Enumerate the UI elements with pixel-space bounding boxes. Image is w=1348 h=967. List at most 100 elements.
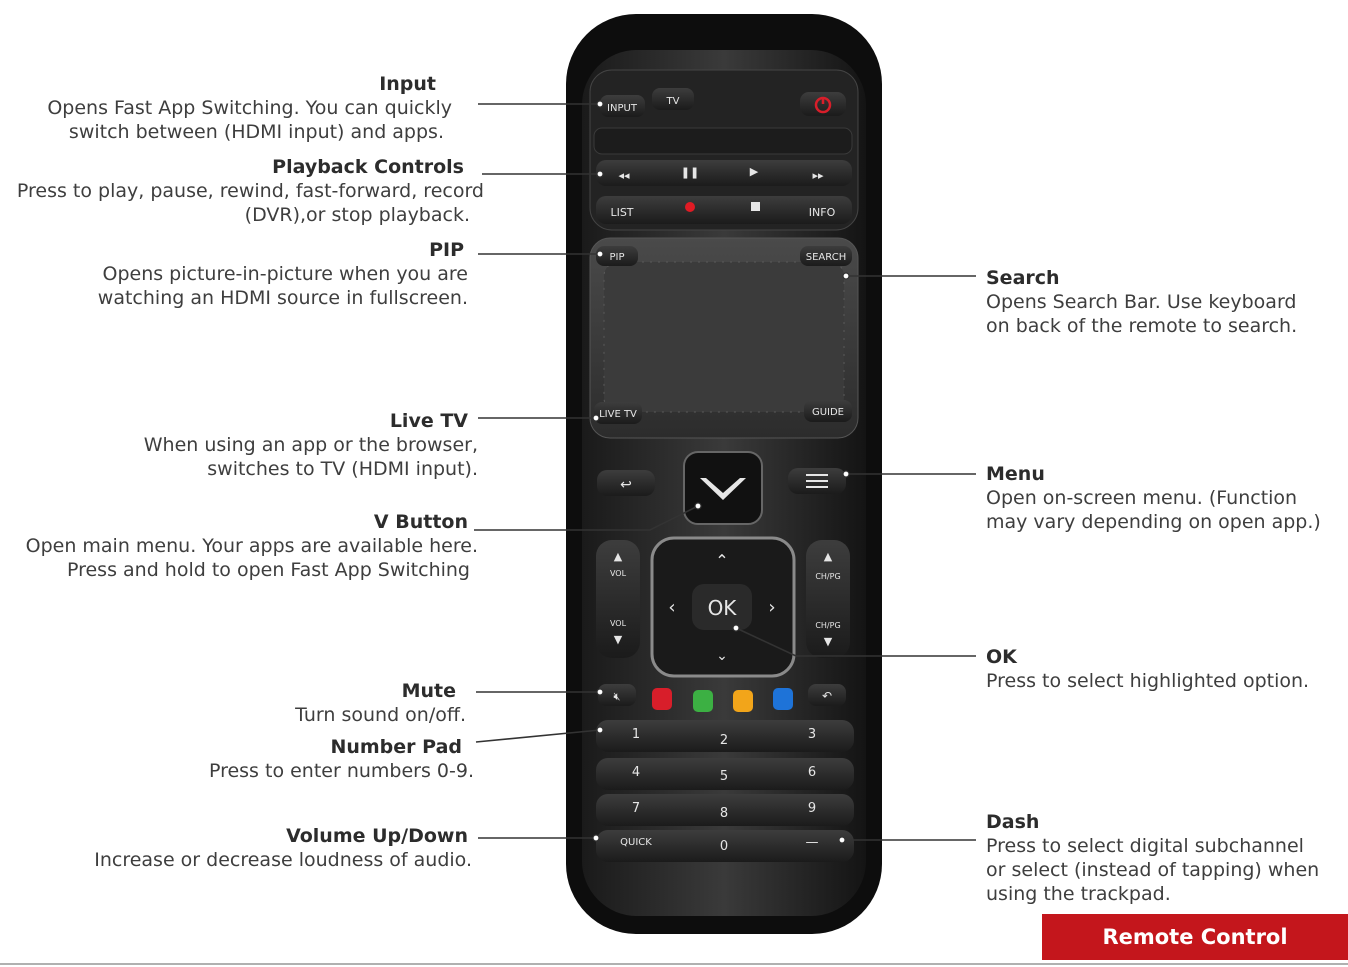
callout-desc: Press to enter numbers 0-9. (209, 759, 474, 783)
callout-desc: using the trackpad. (986, 882, 1319, 906)
svg-text:TV: TV (666, 96, 680, 107)
last-channel-button[interactable]: ↶ (808, 684, 846, 706)
callout-desc: Opens Fast App Switching. You can quickl… (47, 96, 452, 120)
key-7[interactable]: 7 (632, 801, 640, 816)
volume-rocker[interactable]: ▲ VOL VOL ▼ (596, 540, 640, 658)
channel-down-icon: ▼ (824, 635, 833, 648)
key-9[interactable]: 9 (808, 801, 816, 816)
callout-title: Live TV (144, 409, 468, 433)
callout-dash: Dash Press to select digital subchannel … (986, 810, 1319, 906)
key-4[interactable]: 4 (632, 765, 640, 780)
dash-button[interactable]: — (806, 835, 819, 850)
left-arrow-icon[interactable]: ‹ (668, 597, 675, 618)
search-button[interactable]: SEARCH (800, 246, 852, 266)
section-banner: Remote Control (1042, 914, 1348, 960)
svg-text:LIST: LIST (610, 206, 633, 219)
svg-text:CH/PG: CH/PG (815, 621, 840, 630)
callout-desc: Open main menu. Your apps are available … (26, 534, 478, 558)
red-key[interactable] (652, 688, 672, 710)
callout-desc: on back of the remote to search. (986, 314, 1297, 338)
key-5[interactable]: 5 (720, 769, 728, 784)
callout-desc: may vary depending on open app.) (986, 510, 1321, 534)
rewind-icon[interactable]: ◂◂ (618, 169, 630, 182)
mute-icon: 🔇︎ (614, 690, 621, 703)
callout-desc: Press to select highlighted option. (986, 669, 1309, 693)
key-0[interactable]: 0 (720, 839, 728, 854)
callout-desc: (DVR),or stop playback. (17, 203, 470, 227)
right-arrow-icon[interactable]: › (768, 597, 775, 618)
svg-text:LIVE TV: LIVE TV (599, 409, 637, 420)
svg-text:PIP: PIP (609, 252, 624, 263)
key-2[interactable]: 2 (720, 733, 728, 748)
pause-icon[interactable]: ❚❚ (681, 166, 699, 179)
tv-power-button[interactable]: TV (652, 88, 694, 110)
callout-desc: Open on-screen menu. (Function (986, 486, 1321, 510)
back-icon: ↩ (620, 477, 632, 493)
quick-button[interactable]: QUICK (620, 837, 652, 848)
last-channel-icon: ↶ (822, 689, 832, 703)
callout-desc: or select (instead of tapping) when (986, 858, 1319, 882)
key-1[interactable]: 1 (632, 727, 640, 742)
green-key[interactable] (693, 690, 713, 712)
callout-ok: OK Press to select highlighted option. (986, 645, 1309, 693)
guide-button[interactable]: GUIDE (804, 400, 852, 422)
blue-key[interactable] (773, 688, 793, 710)
callout-title: V Button (26, 510, 468, 534)
callout-desc: Press and hold to open Fast App Switchin… (26, 558, 470, 582)
ok-button[interactable]: OK (692, 584, 752, 630)
callout-desc: Opens picture-in-picture when you are (98, 262, 468, 286)
down-arrow-icon[interactable]: ⌄ (716, 648, 728, 664)
svg-text:SEARCH: SEARCH (806, 252, 846, 263)
menu-button[interactable] (788, 468, 846, 494)
volume-down-icon: ▼ (614, 633, 623, 646)
power-button[interactable] (800, 92, 846, 116)
live-tv-button[interactable]: LIVE TV (594, 402, 642, 424)
back-button[interactable]: ↩ (597, 470, 655, 496)
callout-title: Volume Up/Down (94, 824, 468, 848)
callout-title: OK (986, 645, 1309, 669)
callout-number-pad: Number Pad Press to enter numbers 0-9. (209, 735, 474, 783)
callout-desc: Turn sound on/off. (295, 703, 466, 727)
callout-title: Dash (986, 810, 1319, 834)
channel-rocker[interactable]: ▲ CH/PG CH/PG ▼ (806, 540, 850, 658)
up-arrow-icon[interactable]: ⌃ (715, 551, 728, 570)
callout-mute: Mute Turn sound on/off. (295, 679, 466, 727)
svg-text:INPUT: INPUT (607, 103, 638, 114)
callout-volume: Volume Up/Down Increase or decrease loud… (94, 824, 472, 872)
svg-text:CH/PG: CH/PG (815, 572, 840, 581)
channel-up-icon: ▲ (824, 550, 833, 563)
key-8[interactable]: 8 (720, 806, 728, 821)
fast-forward-icon[interactable]: ▸▸ (812, 169, 824, 182)
callout-input: Input Opens Fast App Switching. You can … (47, 72, 452, 144)
volume-up-icon: ▲ (614, 550, 623, 563)
callout-playback: Playback Controls Press to play, pause, … (17, 155, 484, 227)
key-6[interactable]: 6 (808, 765, 816, 780)
play-icon[interactable]: ▶ (750, 165, 759, 178)
callout-title: Menu (986, 462, 1321, 486)
stop-icon[interactable] (751, 202, 760, 211)
record-icon[interactable] (685, 202, 695, 212)
callout-desc: Opens Search Bar. Use keyboard (986, 290, 1297, 314)
callout-desc: Press to play, pause, rewind, fast-forwa… (17, 179, 484, 203)
callout-live-tv: Live TV When using an app or the browser… (144, 409, 478, 481)
callout-title: Mute (295, 679, 456, 703)
callout-v-button: V Button Open main menu. Your apps are a… (26, 510, 478, 582)
banner-label: Remote Control (1102, 925, 1287, 949)
callout-title: Number Pad (209, 735, 462, 759)
playback-controls: ◂◂ ❚❚ ▶ ▸▸ (596, 160, 852, 186)
svg-text:OK: OK (708, 596, 738, 620)
callout-desc: Press to select digital subchannel (986, 834, 1319, 858)
callout-desc: Increase or decrease loudness of audio. (94, 848, 472, 872)
v-button[interactable] (684, 452, 762, 524)
input-button[interactable]: INPUT (600, 95, 645, 117)
info-button[interactable]: INFO (809, 206, 836, 219)
callout-title: Search (986, 266, 1297, 290)
callout-title: PIP (98, 238, 464, 262)
callout-desc: switches to TV (HDMI input). (144, 457, 478, 481)
key-3[interactable]: 3 (808, 727, 816, 742)
callout-pip: PIP Opens picture-in-picture when you ar… (98, 238, 468, 310)
divider (0, 963, 1348, 965)
callout-menu: Menu Open on-screen menu. (Function may … (986, 462, 1321, 534)
yellow-key[interactable] (733, 690, 753, 712)
mute-button[interactable]: 🔇︎ (598, 684, 636, 706)
